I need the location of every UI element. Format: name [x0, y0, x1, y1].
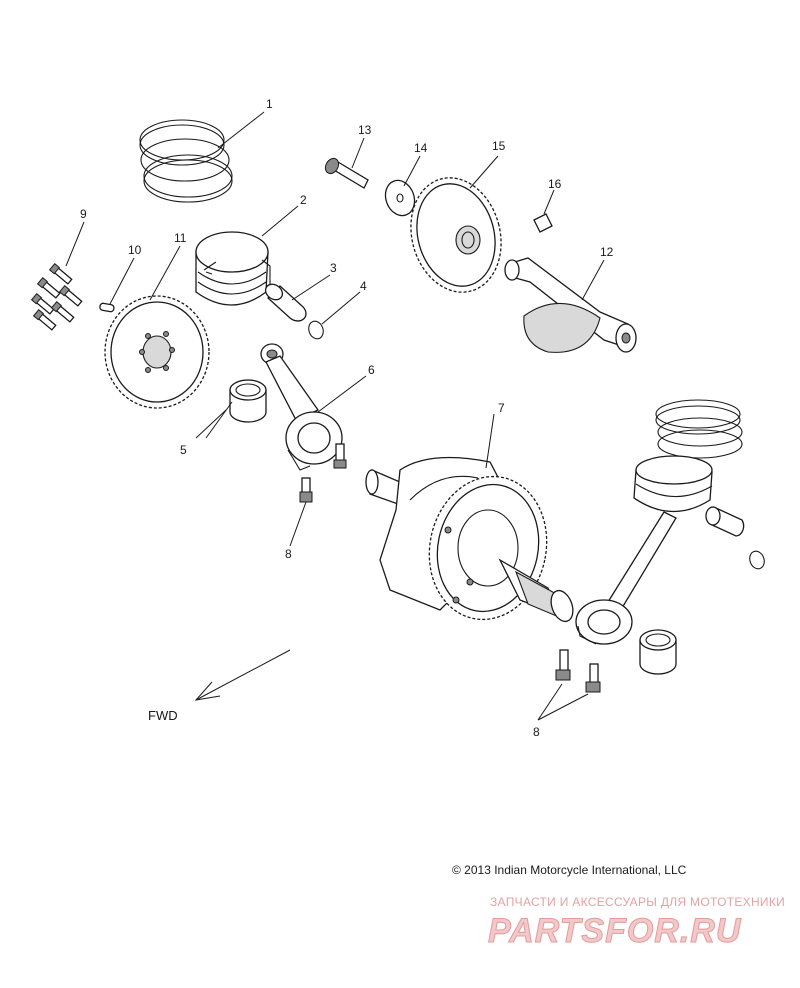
- callout-2: 2: [300, 193, 307, 207]
- connecting-rod-right: [575, 511, 677, 645]
- callout-16: 16: [548, 177, 562, 191]
- watermark-tagline: ЗАПЧАСТИ И АКСЕССУАРЫ ДЛЯ МОТОТЕХНИКИ: [490, 895, 785, 909]
- crankshaft: [365, 456, 574, 623]
- forward-label: FWD: [148, 708, 178, 723]
- piston-left: [195, 231, 271, 306]
- woodruff-key: [533, 213, 553, 233]
- callout-5: 5: [180, 443, 187, 457]
- rod-bolt-left-2: [299, 477, 313, 503]
- piston-pin-left: [264, 283, 307, 322]
- bolts-group: [30, 263, 83, 331]
- bearing-left: [229, 379, 267, 423]
- leader-lines: [65, 111, 605, 721]
- callout-6: 6: [368, 363, 375, 377]
- callout-14: 14: [414, 141, 428, 155]
- dowel-pin: [99, 302, 115, 313]
- copyright-text: © 2013 Indian Motorcycle International, …: [452, 863, 687, 877]
- washer: [384, 179, 416, 217]
- circlip-right: [749, 550, 765, 570]
- callout-13: 13: [358, 123, 372, 137]
- callout-12: 12: [600, 245, 614, 259]
- watermark-logo: PARTSFOR.RU: [488, 912, 742, 950]
- piston-pin-right: [705, 506, 745, 537]
- callout-15: 15: [492, 139, 506, 153]
- rod-bolt-right-1: [555, 649, 571, 681]
- rod-bolt-left-1: [333, 443, 347, 469]
- callout-4: 4: [360, 279, 367, 293]
- forward-arrow: [194, 649, 291, 701]
- callout-8-left: 8: [285, 547, 292, 561]
- gear-left: [104, 295, 210, 409]
- callout-10: 10: [128, 243, 142, 257]
- piston-rings-top: [139, 119, 233, 203]
- piston-right: [633, 455, 713, 513]
- piston-rings-right: [655, 399, 743, 459]
- callout-7: 7: [498, 401, 505, 415]
- callout-1: 1: [266, 97, 273, 111]
- callout-3: 3: [330, 261, 337, 275]
- callout-8-right: 8: [533, 725, 540, 739]
- connecting-rod-left: [260, 343, 343, 471]
- gear-right: [410, 177, 502, 293]
- gear-bolt: [324, 157, 369, 189]
- rod-bolt-right-2: [585, 663, 601, 693]
- balance-shaft: [504, 257, 637, 353]
- bearing-right: [639, 629, 677, 675]
- circlip-left: [308, 320, 324, 340]
- callout-11: 11: [174, 231, 187, 245]
- callout-9: 9: [80, 207, 87, 221]
